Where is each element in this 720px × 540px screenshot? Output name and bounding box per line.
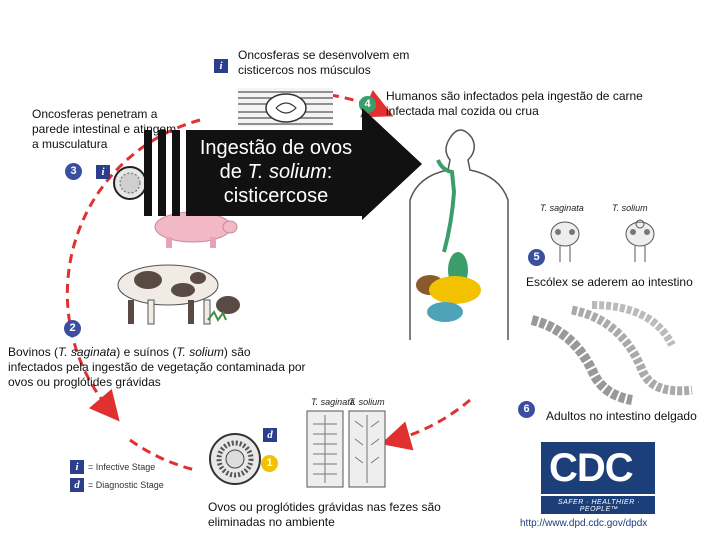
- step6-label: Adultos no intestino delgado: [546, 409, 716, 424]
- diagnostic-stage-marker: d: [263, 428, 277, 442]
- cdc-logo-letters: CDC: [549, 446, 633, 491]
- cdc-tagline: SAFER · HEALTHIER · PEOPLE™: [547, 499, 651, 513]
- step-number-3: 3: [65, 163, 82, 180]
- gravid-proglottid-icon: [303, 409, 388, 489]
- egg-icon: [207, 431, 263, 487]
- step2-text-mid: ) e suínos (: [116, 345, 176, 359]
- step4-label: Humanos são infectados pela ingestão de …: [386, 89, 686, 119]
- scolex-saginata-label: T. saginata: [540, 203, 584, 213]
- cdc-logo: CDC SAFER · HEALTHIER · PEOPLE™: [541, 442, 655, 514]
- scolex-icon: [530, 216, 680, 264]
- legend-infective-icon: i: [70, 460, 84, 474]
- scolex-solium-label: T. solium: [612, 203, 648, 213]
- cycle-arc-right: [395, 400, 470, 440]
- overlay-line-2-pre: de: [220, 161, 248, 183]
- step2-label: Bovinos (T. saginata) e suínos (T. soliu…: [8, 345, 308, 390]
- overlay-line-2-species: T. solium: [247, 161, 326, 183]
- proglottid-chain-icon: [512, 300, 712, 410]
- step2-text-pre: Bovinos (: [8, 345, 58, 359]
- legend-diagnostic-icon: d: [70, 478, 84, 492]
- step5-label: Escólex se aderem ao intestino: [526, 275, 716, 290]
- eggs-solium-label: T. solium: [349, 397, 385, 407]
- legend-infective-label: = Infective Stage: [88, 461, 155, 473]
- step1-label: Oncosferas se desenvolvem em cisticercos…: [238, 48, 428, 78]
- overlay-title: Ingestão de ovos de T. solium: cisticerc…: [186, 136, 366, 208]
- cdc-logo-stripe: [541, 494, 655, 496]
- cow-icon: [108, 250, 248, 330]
- infective-stage-marker-3: i: [96, 165, 110, 179]
- step-number-2: 2: [64, 320, 81, 337]
- step-number-5: 5: [528, 249, 545, 266]
- overlay-line-2: de T. solium:: [186, 160, 366, 184]
- overlay-line-1: Ingestão de ovos: [186, 136, 366, 160]
- cdc-url[interactable]: http://www.dpd.cdc.gov/dpdx: [520, 518, 647, 529]
- step2-saginata: T. saginata: [58, 345, 116, 359]
- step-number-6: 6: [518, 401, 535, 418]
- eggs-panel: T. saginata T. solium: [203, 395, 388, 490]
- eggs-label: Ovos ou proglótides grávidas nas fezes s…: [208, 500, 448, 530]
- infective-stage-marker-1: i: [214, 59, 228, 73]
- overlay-line-3: cisticercose: [186, 184, 366, 208]
- step2-solium: T. solium: [176, 345, 224, 359]
- legend-diagnostic-label: = Diagnostic Stage: [88, 479, 164, 491]
- step-number-1: 1: [261, 455, 278, 472]
- overlay-line-2-post: :: [327, 161, 333, 183]
